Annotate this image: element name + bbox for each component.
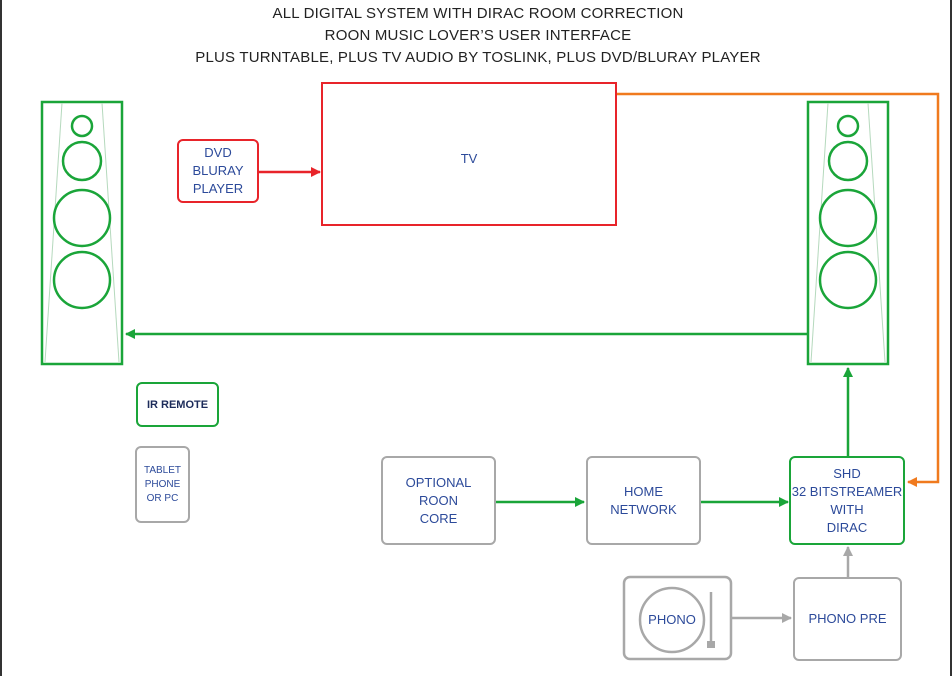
shd-streamer: SHD 32 BITSTREAMER WITH DIRAC bbox=[789, 456, 905, 545]
dvd-bluray-player: DVD BLURAY PLAYER bbox=[177, 139, 259, 203]
right-speaker bbox=[806, 100, 890, 366]
tablet-label: TABLET PHONE OR PC bbox=[143, 464, 182, 504]
tv-label: TV bbox=[460, 151, 478, 166]
roon-core-label: OPTIONAL ROON CORE bbox=[405, 474, 472, 526]
phono-pre-label: PHONO PRE bbox=[808, 611, 887, 626]
home-network: HOME NETWORK bbox=[586, 456, 701, 545]
title-line-2: ROON MUSIC LOVER’S USER INTERFACE bbox=[324, 27, 632, 44]
left-speaker bbox=[40, 100, 124, 366]
toslink-arrow bbox=[616, 92, 940, 487]
title-line-1: ALL DIGITAL SYSTEM WITH DIRAC ROOM CORRE… bbox=[272, 5, 684, 22]
optional-roon-core: OPTIONAL ROON CORE bbox=[381, 456, 496, 545]
ir-remote-label: IR REMOTE bbox=[146, 398, 209, 411]
phono-label: PHONO bbox=[648, 612, 696, 627]
dvd-label: DVD BLURAY PLAYER bbox=[192, 145, 244, 196]
home-network-label: HOME NETWORK bbox=[610, 483, 677, 517]
title-line-3: PLUS TURNTABLE, PLUS TV AUDIO BY TOSLINK… bbox=[195, 49, 761, 66]
phono-label-box: PHONO bbox=[640, 604, 704, 636]
phono-pre: PHONO PRE bbox=[793, 577, 902, 661]
turntable bbox=[622, 575, 733, 661]
tablet-phone-pc: TABLET PHONE OR PC bbox=[135, 446, 190, 523]
tv: TV bbox=[321, 82, 617, 226]
shd-label: SHD 32 BITSTREAMER WITH DIRAC bbox=[791, 465, 903, 535]
ir-remote: IR REMOTE bbox=[136, 382, 219, 427]
